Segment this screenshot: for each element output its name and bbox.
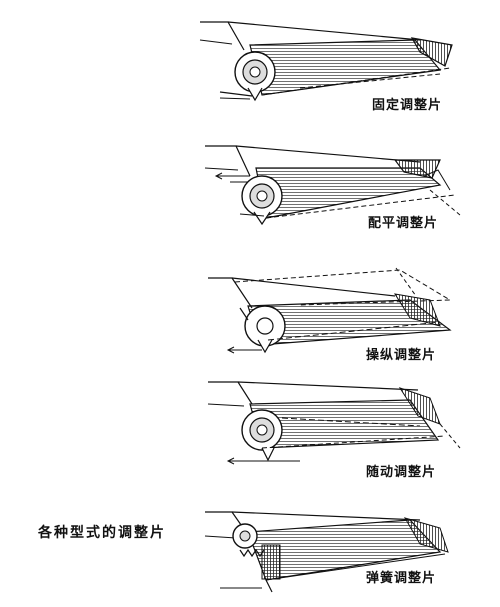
figure-caption: 各种型式的调整片 xyxy=(38,525,166,541)
label-spring-tab: 弹簧调整片 xyxy=(366,571,437,586)
label-fixed-tab: 固定调整片 xyxy=(372,98,443,113)
trim-tab-figure xyxy=(204,145,461,226)
label-trim-tab: 配平调整片 xyxy=(368,216,439,231)
follow-tab-figure xyxy=(207,381,461,465)
label-follow-tab: 随动调整片 xyxy=(366,465,437,480)
label-control-tab: 操纵调整片 xyxy=(366,348,437,363)
fixed-tab-figure xyxy=(199,21,453,102)
control-tab-figure xyxy=(208,267,452,354)
spring-tab-figure xyxy=(204,511,449,593)
